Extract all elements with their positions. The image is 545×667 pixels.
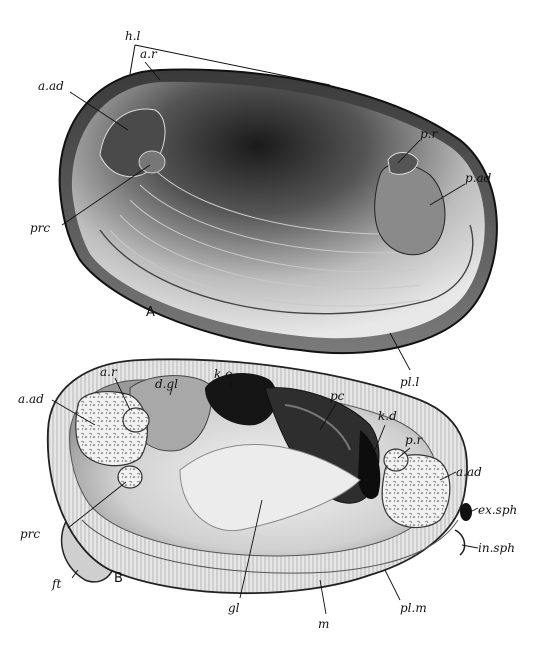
anterior-retractor-b [123,408,149,432]
label-anterior-retractor-a: a.r [140,47,158,61]
label-pallial-line-a: pl.l [400,375,419,389]
label-inhalant-siphon: in.sph [478,541,515,555]
label-hinge-line: h.l [125,29,141,43]
panel-b-body [48,359,472,593]
label-kebers-organ: k.o [214,367,232,381]
protractor-b [118,466,142,488]
label-exhalant-siphon: ex.sph [478,503,517,517]
label-pericardium: pc [330,389,345,403]
label-anterior-retractor-b: a.r [100,365,118,379]
panel-a-shell [60,45,497,353]
label-foot: ft [51,577,61,591]
label-anterior-adductor-a: a.ad [38,79,64,93]
label-mantle-edge: m [318,617,329,631]
label-posterior-adductor-a: p.ad [465,171,492,185]
panel-a-label: A [146,305,155,320]
panel-b-label: B [114,571,123,586]
label-anterior-adductor-b-left: a.ad [18,392,44,406]
label-protractor-b: prc [20,527,40,541]
label-kidney: k.d [378,409,397,423]
label-pallial-margin: pl.m [400,601,427,615]
label-posterior-retractor-a: p.r [420,127,438,141]
label-protractor-a: prc [30,221,50,235]
hinge-line-leader-1 [130,45,135,74]
label-anterior-adductor-b-right: a.ad [456,465,482,479]
label-posterior-retractor-b: p.r [405,433,423,447]
label-digestive-gland: d.gl [155,377,178,391]
label-gill: gl [228,601,240,615]
inhalant-siphon [455,530,465,555]
